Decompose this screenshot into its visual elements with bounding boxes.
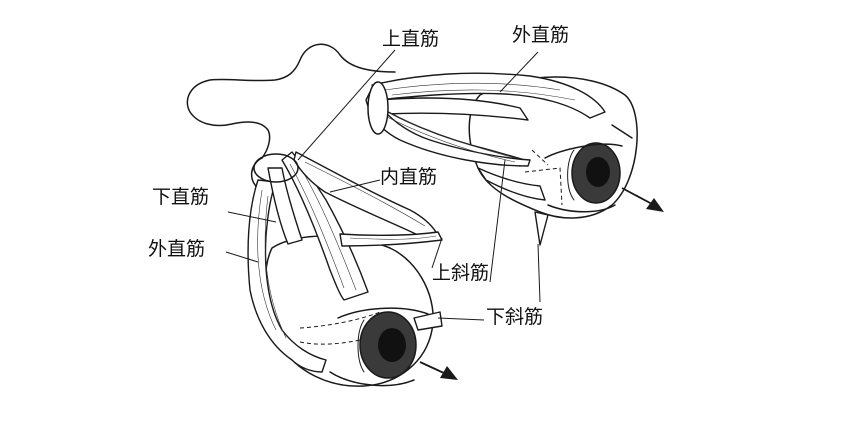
label-lateral-rectus-left: 外直筋: [148, 238, 206, 260]
label-lateral-rectus-top: 外直筋: [512, 24, 570, 46]
upper-pupil: [586, 157, 610, 187]
label-inferior-rectus: 下直筋: [152, 186, 210, 208]
lower-annulus: [253, 153, 299, 183]
upper-lateral-rectus: [377, 97, 529, 121]
upper-inferior-oblique: [534, 211, 549, 246]
label-medial-rectus: 内直筋: [380, 166, 438, 188]
upper-superior-rectus: [371, 72, 606, 119]
label-superior-oblique: 上斜筋: [432, 262, 490, 284]
lower-lateral-rectus: [247, 179, 327, 373]
label-leaders: [225, 49, 541, 321]
lower-pupil: [378, 328, 406, 362]
label-inferior-oblique: 下斜筋: [486, 306, 544, 328]
lower-eye-group: [247, 151, 458, 387]
lower-inferior-oblique: [413, 311, 443, 331]
upper-annulus: [367, 81, 389, 135]
lower-inferior-rectus: [267, 167, 303, 245]
upper-eye-group: [365, 72, 664, 246]
upper-gaze-arrow: [621, 187, 664, 212]
label-superior-rectus: 上直筋: [382, 28, 440, 50]
lower-gaze-arrow: [419, 361, 458, 380]
